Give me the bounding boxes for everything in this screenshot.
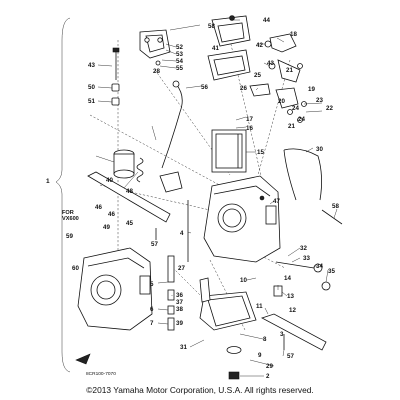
carburetor-body-lower — [77, 247, 153, 331]
callout-14: 14 — [284, 275, 291, 282]
callout-35: 35 — [328, 268, 335, 275]
throttle-bracket — [139, 29, 171, 66]
variant-note-for: FOR — [62, 210, 74, 216]
callout-51: 51 — [88, 98, 95, 105]
callout-53: 53 — [176, 51, 183, 58]
callout-47: 47 — [273, 198, 280, 205]
assembly-bracket — [55, 17, 71, 373]
callout-23: 23 — [316, 97, 323, 104]
callout-59: 59 — [66, 233, 73, 240]
callout-25: 25 — [254, 72, 261, 79]
diaphragm-housing — [211, 129, 247, 173]
callout-54: 54 — [176, 58, 183, 65]
direction-arrow-icon — [75, 353, 91, 365]
hose-30 — [283, 148, 322, 201]
callout-43-right: 43 — [267, 60, 274, 67]
callout-55: 55 — [176, 65, 183, 72]
callout-58-right: 58 — [332, 203, 339, 210]
callout-13: 13 — [287, 293, 294, 300]
callout-24-b: 24 — [298, 116, 305, 123]
callout-43-left: 43 — [88, 62, 95, 69]
main-assembly-callout: 1 — [46, 178, 50, 185]
callout-12: 12 — [289, 307, 296, 314]
callout-57-bottom: 57 — [287, 353, 294, 360]
callout-42: 42 — [256, 42, 263, 49]
callout-38: 38 — [176, 306, 183, 313]
guide-lines — [89, 39, 291, 331]
callout-46-a: 46 — [95, 204, 102, 211]
callout-31: 31 — [180, 344, 187, 351]
rail-45 — [87, 171, 171, 223]
callout-27: 27 — [178, 265, 185, 272]
callout-18: 18 — [290, 31, 297, 38]
callout-labels: 44 58 52 53 54 55 28 41 42 18 43 21 25 2… — [66, 17, 339, 380]
callout-24-a: 24 — [292, 105, 299, 112]
callout-50: 50 — [88, 84, 95, 91]
variant-note-model: VX600 — [62, 216, 79, 222]
callout-11: 11 — [256, 303, 263, 310]
callout-2: 2 — [266, 373, 270, 380]
callout-46-b: 46 — [108, 211, 115, 218]
callout-36: 36 — [176, 292, 183, 299]
callout-30: 30 — [316, 146, 323, 153]
screw-58 — [321, 209, 343, 225]
choke-lever-group — [264, 33, 303, 83]
callout-9: 9 — [258, 352, 262, 359]
callout-40: 40 — [106, 177, 113, 184]
callout-22: 22 — [326, 105, 333, 112]
callout-52: 52 — [176, 44, 183, 51]
callout-17: 17 — [246, 116, 253, 123]
callout-33: 33 — [303, 255, 310, 262]
callout-48: 48 — [126, 188, 133, 195]
callout-7: 7 — [150, 320, 154, 327]
callout-26: 26 — [240, 85, 247, 92]
callout-34: 34 — [316, 263, 323, 270]
callout-32: 32 — [300, 245, 307, 252]
diagram-code: 8CR100-7070 — [86, 372, 116, 377]
callout-3: 3 — [280, 331, 284, 338]
callout-41: 41 — [212, 45, 219, 52]
copyright-notice: ©2013 Yamaha Motor Corporation, U.S.A. A… — [86, 385, 314, 395]
callout-29: 29 — [266, 363, 273, 370]
callout-21-b: 21 — [288, 123, 295, 130]
callout-60: 60 — [72, 265, 79, 272]
callout-58-top: 58 — [208, 23, 215, 30]
jet-parts — [167, 255, 211, 331]
callout-20: 20 — [278, 98, 285, 105]
top-cover — [207, 15, 251, 81]
callout-37: 37 — [176, 299, 183, 306]
callout-16: 16 — [246, 125, 253, 132]
callout-15: 15 — [257, 149, 264, 156]
callout-6: 6 — [150, 306, 154, 313]
float-bowl — [199, 291, 257, 380]
callout-19: 19 — [308, 86, 315, 93]
callout-49: 49 — [103, 224, 110, 231]
callout-57-left: 57 — [151, 241, 158, 248]
callout-21-top: 21 — [286, 67, 293, 74]
callout-39: 39 — [176, 320, 183, 327]
callout-4: 4 — [180, 230, 184, 237]
callout-56: 56 — [201, 84, 208, 91]
variant-note: FOR VX600 — [62, 210, 79, 222]
carburetor-body-upper — [203, 175, 281, 263]
screw-49 — [111, 47, 120, 106]
callout-8: 8 — [263, 336, 267, 343]
callout-45: 45 — [126, 220, 133, 227]
callout-44: 44 — [263, 17, 270, 24]
leader-lines — [95, 19, 338, 377]
drain-parts — [260, 285, 327, 351]
cable-56 — [161, 83, 183, 169]
callout-5: 5 — [150, 281, 154, 288]
callout-28: 28 — [153, 68, 160, 75]
piston-valve — [113, 149, 183, 193]
callout-10: 10 — [240, 277, 247, 284]
